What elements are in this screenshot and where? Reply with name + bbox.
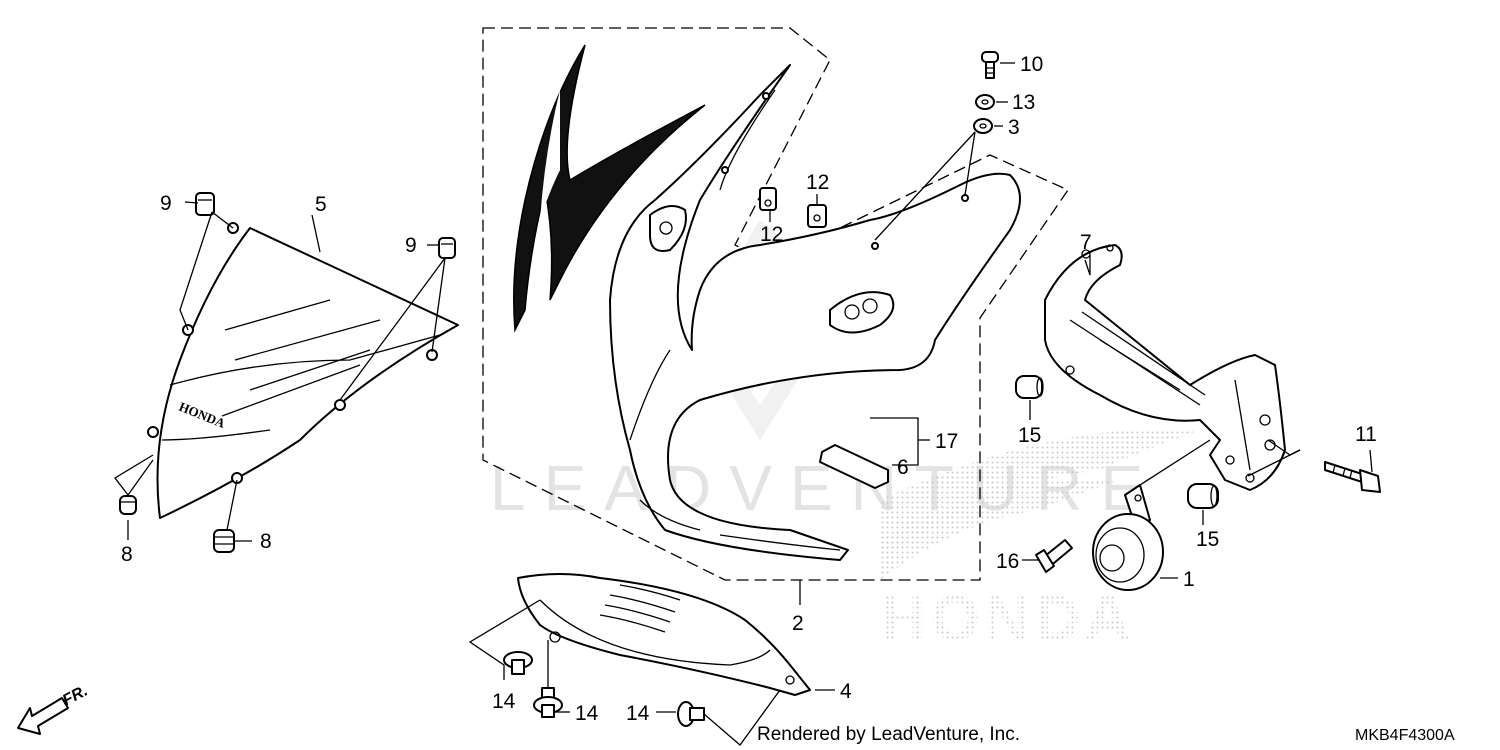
front-direction-indicator: FR. [17, 682, 91, 735]
callout-10: 10 [1020, 53, 1043, 76]
callout-3: 3 [1008, 116, 1020, 139]
callout-8-left: 8 [121, 543, 133, 566]
bolt-10 [981, 51, 999, 79]
honda-wing-watermark [880, 428, 1200, 580]
callout-2: 2 [792, 612, 804, 635]
callout-9-right: 9 [405, 234, 417, 257]
callout-14-left: 14 [492, 690, 516, 713]
push-clip-14-center [533, 687, 563, 718]
callout-4: 4 [840, 680, 852, 703]
callout-12-upper: 12 [806, 171, 829, 194]
honda-brand-watermark: HONDA [880, 582, 1135, 654]
leader-lines [114, 62, 1373, 746]
callout-11: 11 [1355, 423, 1377, 446]
callout-12-lower: 12 [760, 223, 783, 246]
callout-1: 1 [1183, 568, 1195, 591]
callout-17: 17 [935, 430, 958, 453]
bolt-9-right [438, 237, 456, 259]
bushing-15-right [1187, 483, 1219, 509]
render-credit: Rendered by LeadVenture, Inc. [757, 724, 1020, 745]
diagram-code: MKB4F4300A [1355, 727, 1455, 744]
callout-8-bottom: 8 [260, 530, 272, 553]
bolt-9-left [195, 192, 215, 216]
callout-labels: 9 5 9 8 8 10 13 3 12 12 7 17 6 15 11 15 … [121, 53, 1377, 725]
bolt-16 [1035, 539, 1073, 573]
front-arrow-icon [17, 697, 69, 735]
horn-part-1 [1092, 484, 1164, 591]
upper-cowl-part-2 [513, 44, 1021, 561]
callout-5: 5 [315, 193, 327, 216]
washer-3 [973, 118, 993, 134]
bracket-part-7 [1044, 244, 1286, 491]
callout-14-right: 14 [626, 702, 650, 725]
push-clip-14-left [503, 651, 533, 675]
washer-13 [975, 94, 995, 110]
clip-12-lower [807, 204, 827, 228]
callout-7: 7 [1080, 231, 1092, 254]
upper-cowl-group-outline [482, 27, 1069, 581]
lower-cover-part-4 [517, 573, 811, 696]
foam-part-6 [819, 444, 889, 489]
callout-15-right: 15 [1196, 528, 1219, 551]
callout-13: 13 [1012, 91, 1035, 114]
callout-6: 6 [897, 456, 909, 479]
push-clip-14-right [677, 701, 705, 727]
windscreen-part-5: HONDA [147, 222, 459, 519]
clip-12-upper [759, 187, 777, 211]
grommet-8-left [119, 495, 137, 515]
bolt-11 [1324, 461, 1381, 493]
callout-14-center: 14 [575, 702, 599, 725]
callout-15-left: 15 [1018, 424, 1041, 447]
grommet-8-bottom [213, 529, 235, 553]
bushing-15-left [1015, 375, 1044, 399]
callout-16: 16 [996, 550, 1019, 573]
callout-9-left: 9 [160, 192, 172, 215]
